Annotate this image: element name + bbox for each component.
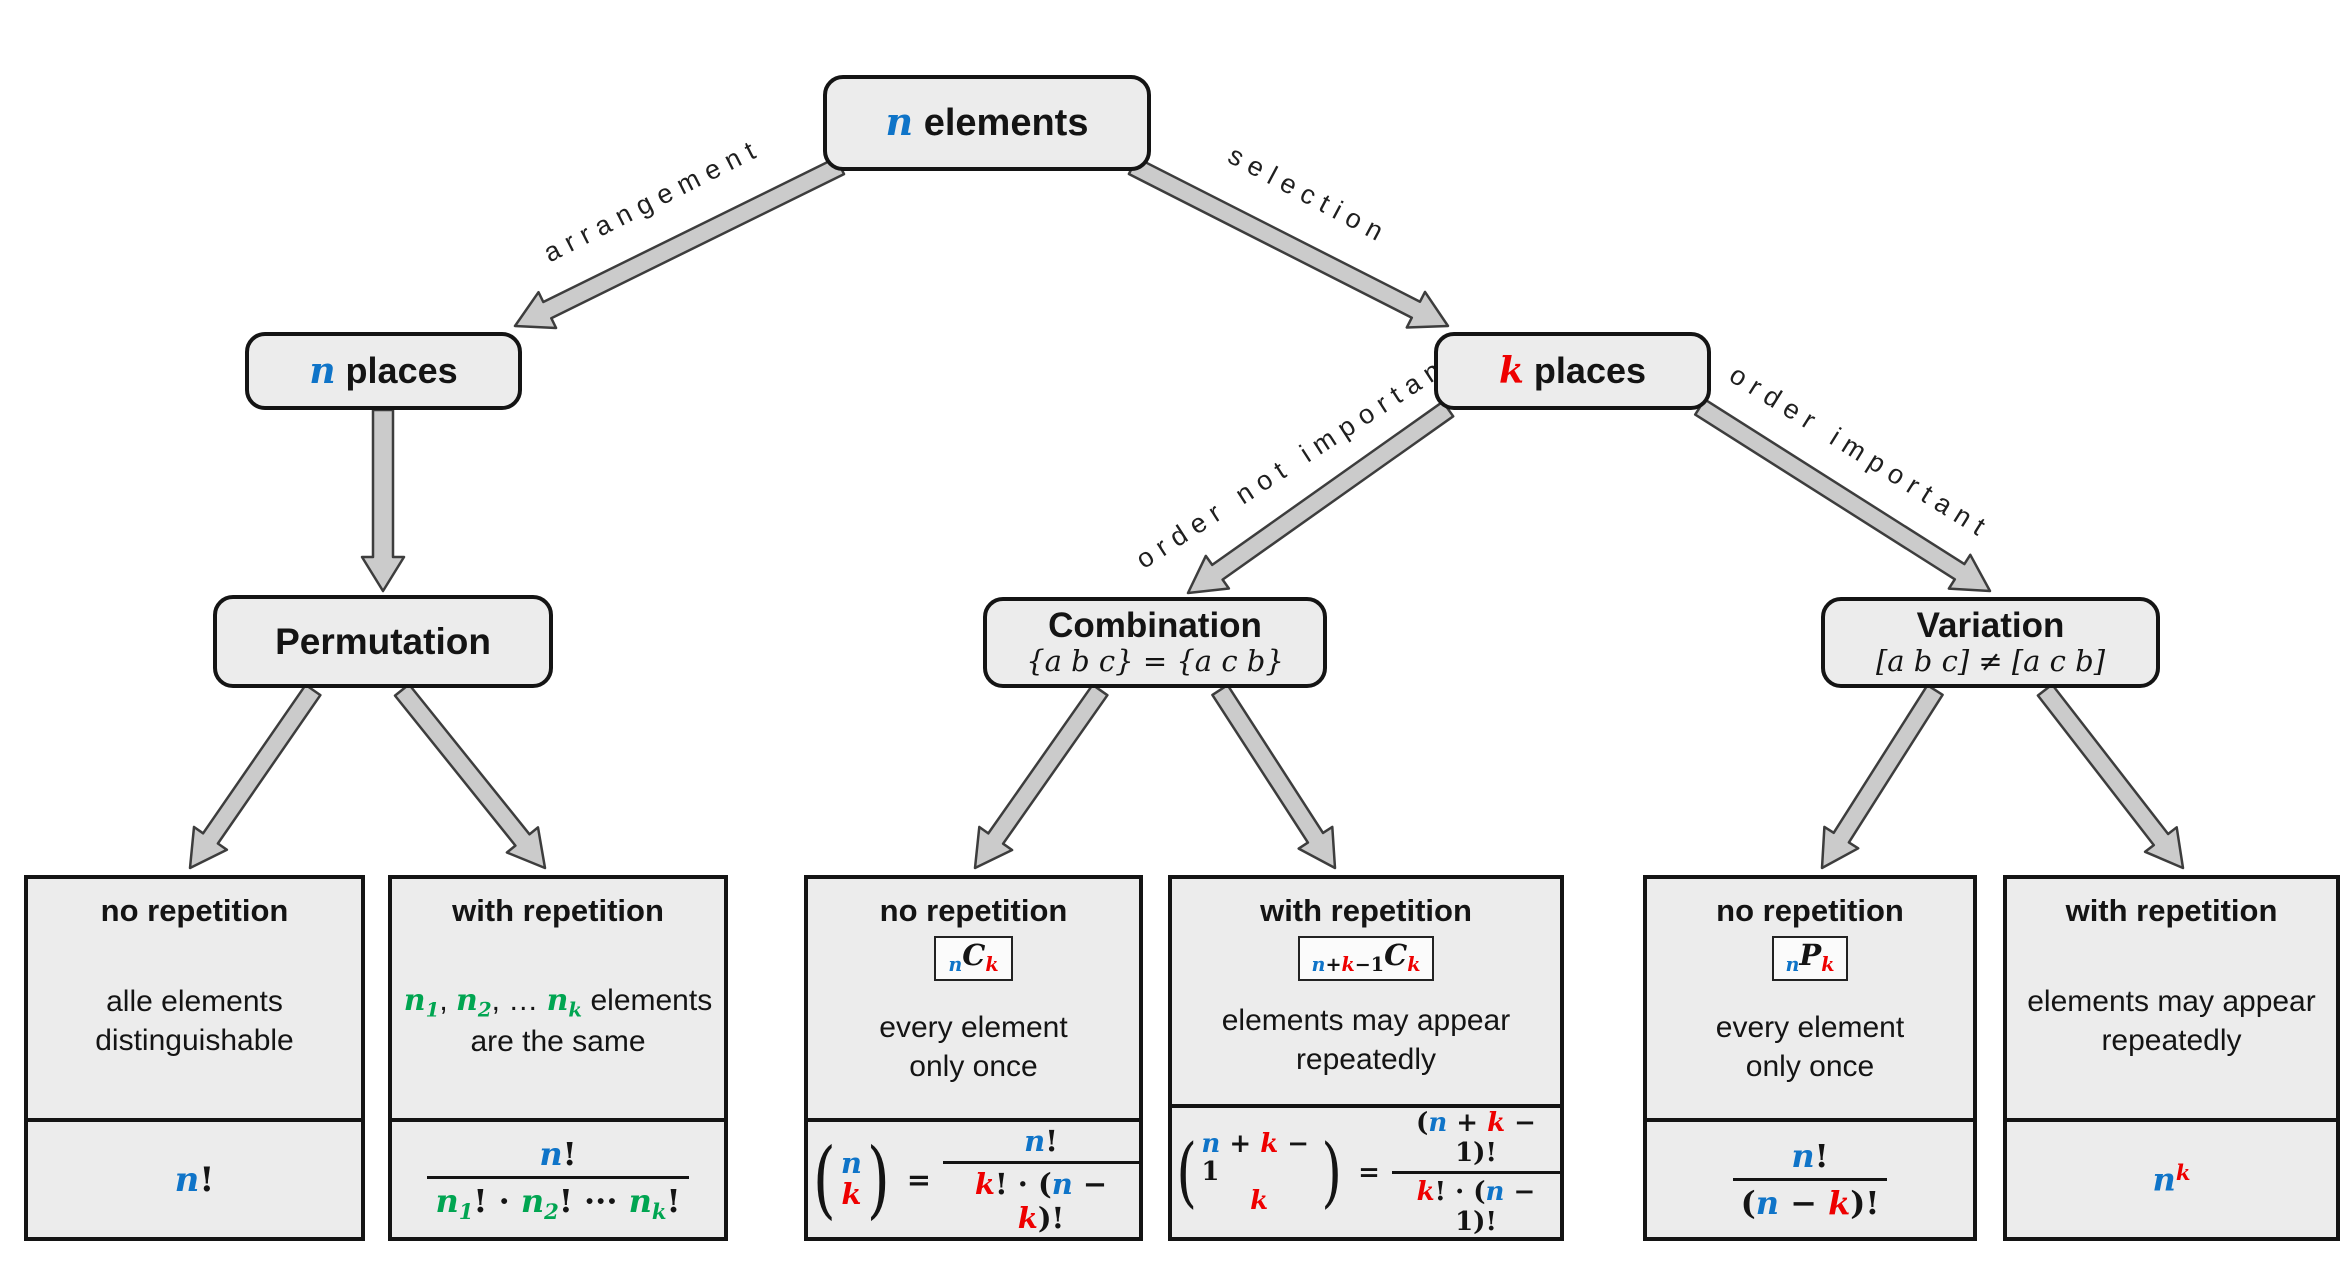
arrow-selection [1127,156,1450,329]
leaf-formula: n! (n − k)! [1647,1118,1973,1237]
arrow-places-to-permutation [360,408,406,593]
fraction-numerator: (n + k − 1)! [1416,1108,1536,1168]
close-paren: ) [866,1130,890,1229]
leaf-description-area: with repetition n+k−1Ck elements may app… [1172,879,1560,1104]
fraction-denominator: k! · (n − k)! [943,1161,1139,1235]
arrow-order-important [1693,398,1992,593]
leaf-description: elements may appear repeatedly [1221,1004,1511,1076]
badge-nCk: nCk [934,936,1013,982]
leaf-description-area: no repetition nCk every element only onc… [808,879,1139,1118]
leaf-description: every element only once [1715,1011,1905,1083]
node-variation-title: Variation [1916,606,2065,646]
open-paren: ( [1176,1127,1198,1216]
leaf-combination-no-repetition: no repetition nCk every element only onc… [804,875,1143,1241]
leaf-permutation-with-repetition: with repetition n1, n2, … nk elements ar… [388,875,728,1241]
edge-label-order-not-important: order not important [1131,342,1466,574]
leaf-permutation-no-repetition: no repetition alle elements distinguisha… [24,875,365,1241]
node-k-places: k places [1434,332,1711,410]
leaf-combination-with-repetition: with repetition n+k−1Ck elements may app… [1168,875,1564,1241]
leaf-title: with repetition [2065,893,2278,928]
leaf-description-area: with repetition n1, n2, … nk elements ar… [392,879,724,1118]
fraction-numerator: n! [539,1135,577,1174]
leaf-description: every element only once [879,1011,1068,1083]
arrow-combination-with-repetition [1211,683,1337,870]
arrow-order-not-important [1186,400,1455,595]
fraction: n! (n − k)! [1732,1137,1888,1222]
open-paren: ( [812,1130,836,1229]
node-n-places-label: n places [309,349,458,392]
arrow-variation-no-repetition [1820,683,1944,870]
leaf-description: n1, n2, … nk elements are the same [403,983,713,1058]
badge-n-plus-k-minus-1-C-k: n+k−1Ck [1297,936,1435,982]
arrow-combination-no-repetition [973,683,1109,870]
leaf-description: alle elements distinguishable [95,985,294,1057]
leaf-formula: nk [2007,1118,2336,1237]
equals-sign: = [1358,1157,1380,1188]
fraction-denominator: (n − k)! [1732,1178,1888,1222]
leaf-description-area: no repetition nPk every element only onc… [1647,879,1973,1118]
badge-nPk: nPk [1771,936,1849,982]
leaf-variation-no-repetition: no repetition nPk every element only onc… [1643,875,1977,1241]
node-variation: Variation [a b c] ≠ [a c b] [1821,597,2160,688]
formula-n-factorial: n! [174,1159,215,1200]
fraction: (n + k − 1)! k! · (n − 1)! [1391,1108,1560,1237]
fraction-denominator: k! · (n − 1)! [1391,1171,1560,1237]
fraction-numerator: n! [1024,1124,1058,1158]
leaf-variation-with-repetition: with repetition elements may appear repe… [2003,875,2340,1241]
leaf-description-area: with repetition elements may appear repe… [2007,879,2336,1118]
leaf-formula: n! n1! · n2! ··· nk! [392,1118,724,1237]
leaf-title: no repetition [879,893,1068,928]
leaf-title: with repetition [1260,893,1472,928]
leaf-formula: ( n k ) = n! k! · (n − k)! [808,1118,1139,1237]
formula-n-power-k: nk [2152,1160,2191,1199]
node-k-places-label: k places [1498,349,1647,392]
node-n-elements: n elements [823,75,1151,171]
leaf-title: with repetition [452,893,664,928]
equals-sign: = [906,1162,932,1197]
node-permutation: Permutation [213,595,553,688]
leaf-title: no repetition [100,893,289,928]
binomial-stack: n + k − 1 k [1201,1129,1310,1216]
binomial-stack: n k [840,1146,862,1212]
node-combination-title: Combination [1048,606,1262,646]
node-n-places: n places [245,332,522,410]
fraction: n! k! · (n − k)! [943,1124,1139,1235]
fraction-numerator: n! [1791,1137,1829,1175]
node-n-elements-label: n elements [885,99,1089,145]
leaf-description: elements may appear repeatedly [2027,985,2316,1057]
leaf-formula: ( n + k − 1 k ) = (n + k − 1)! k! · (n −… [1172,1104,1560,1237]
fraction-denominator: n1! · n2! ··· nk! [427,1176,689,1224]
node-variation-subtitle: [a b c] ≠ [a c b] [1875,644,2106,679]
fraction: n! n1! · n2! ··· nk! [427,1135,689,1224]
leaf-description-area: no repetition alle elements distinguisha… [28,879,361,1118]
arrow-permutation-with-repetition [393,683,547,870]
arrow-arrangement [513,156,846,330]
arrow-permutation-no-repetition [188,683,322,870]
close-paren: ) [1321,1127,1342,1216]
node-combination-subtitle: {a b c} = {a c b} [1026,644,1284,679]
binomial: ( n k ) [808,1130,895,1229]
leaf-title: no repetition [1716,893,1904,928]
leaf-formula: n! [28,1118,361,1237]
node-combination: Combination {a b c} = {a c b} [983,597,1327,688]
binomial: ( n + k − 1 k ) [1172,1130,1346,1214]
arrow-variation-with-repetition [2036,683,2185,870]
node-permutation-title: Permutation [275,620,491,662]
